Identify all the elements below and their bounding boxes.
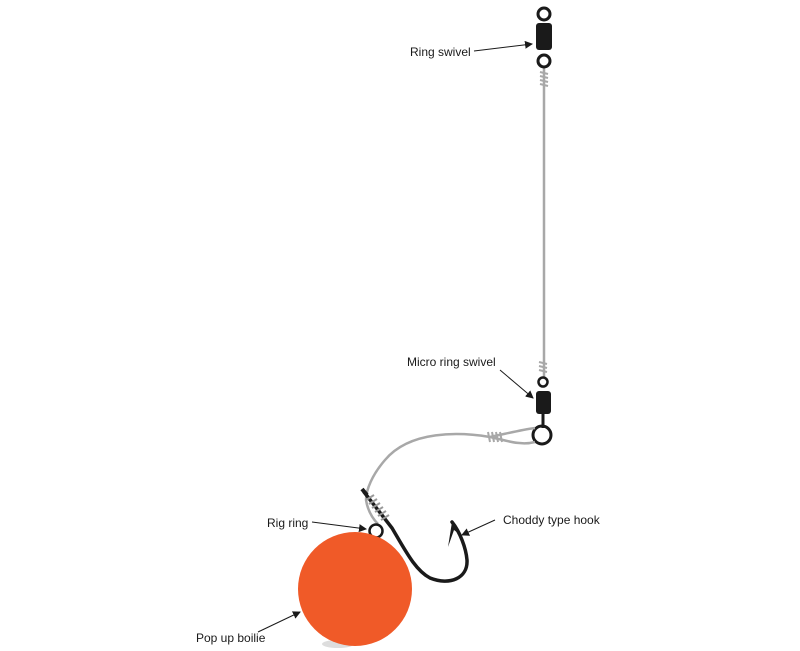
knot-bottom [538, 361, 548, 373]
whipping [365, 494, 390, 521]
arrow-rig-ring [311, 521, 367, 533]
label-pop-up-boilie: Pop up boilie [196, 631, 266, 645]
hook-eye [360, 487, 369, 497]
arrow-pop-up-boilie [257, 611, 301, 633]
arrow-ring-swivel [473, 40, 533, 52]
ring-swivel [536, 6, 552, 69]
label-micro-ring-swivel: Micro ring swivel [407, 355, 496, 369]
hooklink-knot [487, 431, 503, 443]
choddy-hook [362, 490, 469, 583]
label-rig-ring: Rig ring [267, 516, 308, 530]
micro-ring-swivel [531, 376, 553, 446]
arrow-micro-ring-swivel [499, 369, 534, 399]
label-choddy-hook: Choddy type hook [503, 513, 601, 527]
label-ring-swivel: Ring swivel [410, 45, 471, 59]
pop-up-boilie [298, 532, 412, 646]
knot-top [539, 71, 549, 87]
hook-point [448, 522, 462, 547]
arrow-choddy-hook [461, 519, 496, 536]
